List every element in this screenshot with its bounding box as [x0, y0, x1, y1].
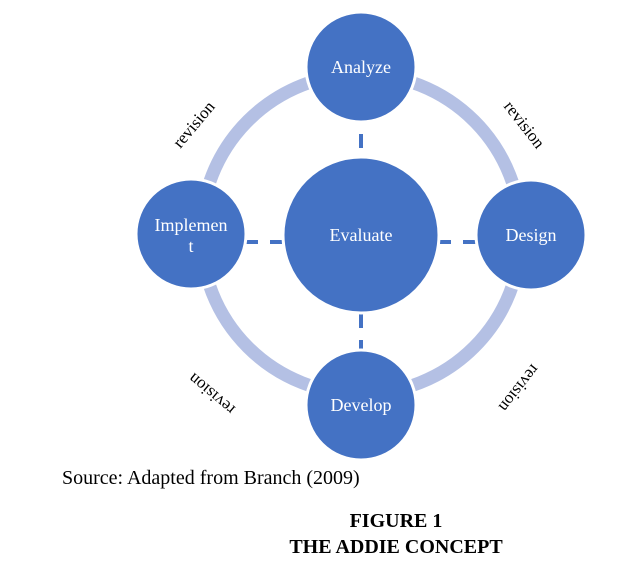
node-evaluate: Evaluate: [281, 155, 441, 315]
node-design: Design: [474, 178, 588, 292]
revision-label-bottom-left: revision: [184, 369, 239, 419]
node-develop-label: Develop: [331, 395, 392, 415]
node-implement: Implemen t: [134, 177, 248, 291]
revision-label-bottom-right: revision: [495, 361, 544, 416]
figure-number: FIGURE 1: [349, 510, 443, 532]
figure-title: THE ADDIE CONCEPT: [289, 536, 503, 558]
node-implement-label-line1: Implemen: [155, 215, 228, 235]
revision-label-top-right: revision: [500, 97, 549, 152]
node-analyze-label: Analyze: [331, 57, 391, 77]
node-design-label: Design: [506, 225, 557, 245]
source-caption: Source: Adapted from Branch (2009): [62, 467, 360, 489]
node-evaluate-label: Evaluate: [330, 225, 393, 245]
node-develop: Develop: [304, 348, 418, 462]
node-implement-label-line2: t: [188, 236, 193, 256]
node-analyze: Analyze: [304, 10, 418, 124]
revision-label-top-left: revision: [169, 97, 219, 152]
addie-diagram: revision revision revision revision Anal…: [134, 10, 588, 462]
